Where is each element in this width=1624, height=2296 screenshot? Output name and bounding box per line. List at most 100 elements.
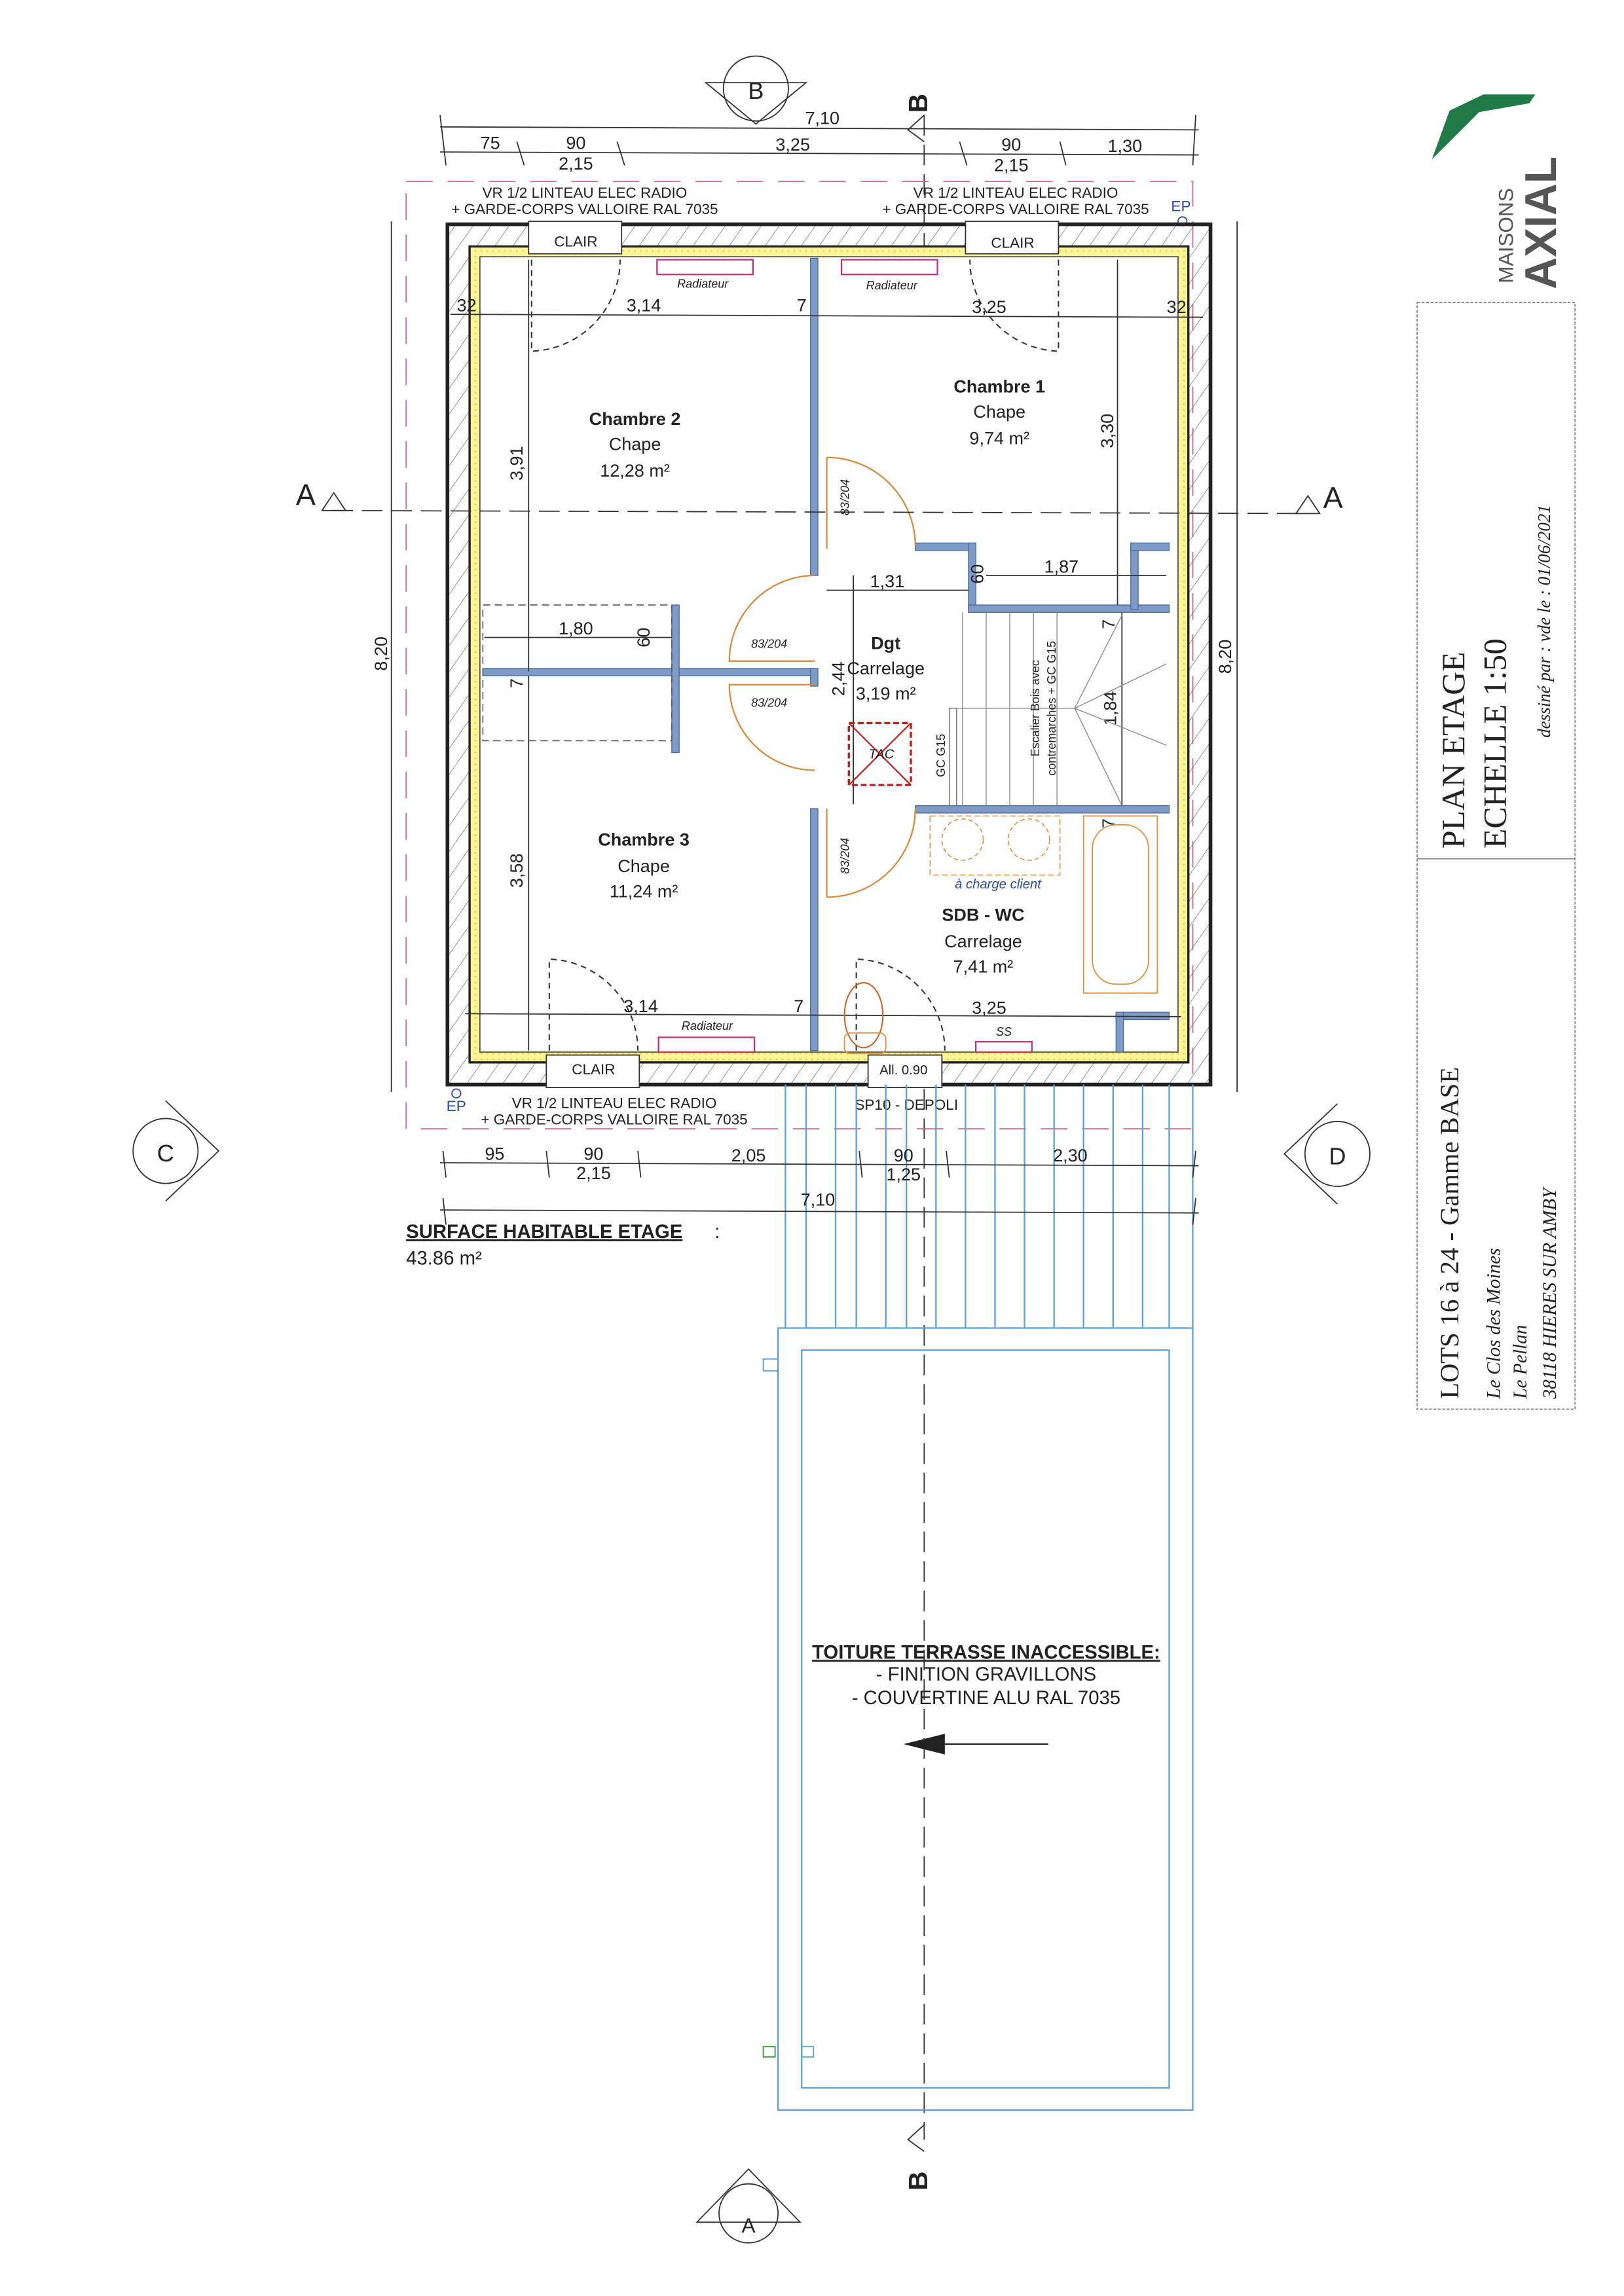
svg-text:MAISONS: MAISONS bbox=[1494, 188, 1518, 283]
svg-text:9,74 m²: 9,74 m² bbox=[969, 428, 1029, 448]
svg-text:90: 90 bbox=[583, 1144, 603, 1164]
svg-text:Le Clos des Moines: Le Clos des Moines bbox=[1483, 1248, 1504, 1399]
svg-text:83/204: 83/204 bbox=[838, 838, 851, 874]
svg-text:43.86 m²: 43.86 m² bbox=[406, 1248, 482, 1269]
svg-text:2,30: 2,30 bbox=[1053, 1146, 1088, 1165]
svg-text:32: 32 bbox=[1167, 297, 1187, 317]
svg-text:12,28 m²: 12,28 m² bbox=[600, 461, 670, 481]
section-cut-a: A A bbox=[296, 478, 1343, 515]
svg-text:3,30: 3,30 bbox=[1098, 414, 1117, 448]
svg-text:2,15: 2,15 bbox=[576, 1163, 611, 1183]
svg-text:B: B bbox=[903, 94, 933, 113]
radiators bbox=[656, 259, 1033, 1053]
svg-text:PLAN ETAGE: PLAN ETAGE bbox=[1435, 652, 1471, 848]
room-chambre-3: Chambre 3 Chape 11,24 m² bbox=[598, 829, 690, 901]
svg-text:3,25: 3,25 bbox=[972, 297, 1006, 317]
svg-text:90: 90 bbox=[566, 134, 585, 153]
svg-text:TOITURE TERRASSE INACCESSIBLE:: TOITURE TERRASSE INACCESSIBLE: bbox=[812, 1641, 1160, 1663]
windows: CLAIR CLAIR CLAIR All. 0.90 bbox=[528, 221, 1060, 1088]
svg-text:95: 95 bbox=[485, 1144, 504, 1164]
svg-text:83/204: 83/204 bbox=[751, 637, 787, 650]
svg-text:EP: EP bbox=[447, 1098, 466, 1114]
svg-text:8,20: 8,20 bbox=[1215, 640, 1235, 674]
svg-text:ECHELLE 1:50: ECHELLE 1:50 bbox=[1477, 638, 1513, 848]
svg-text:Radiateur: Radiateur bbox=[866, 279, 918, 292]
svg-text:3,91: 3,91 bbox=[507, 446, 526, 481]
svg-text:contremarches + GC G15: contremarches + GC G15 bbox=[1045, 641, 1058, 776]
svg-text:75: 75 bbox=[481, 134, 500, 153]
svg-text:7,10: 7,10 bbox=[801, 1190, 836, 1209]
room-chambre-1: Chambre 1 Chape 9,74 m² bbox=[953, 377, 1045, 448]
terrace-edge-lines bbox=[784, 1084, 1194, 1328]
svg-text:7,41 m²: 7,41 m² bbox=[953, 957, 1014, 976]
svg-text:1,25: 1,25 bbox=[886, 1165, 921, 1184]
svg-text:38118 HIERES SUR AMBY: 38118 HIERES SUR AMBY bbox=[1540, 1186, 1560, 1400]
svg-text:VR 1/2 LINTEAU ELEC RADIO: VR 1/2 LINTEAU ELEC RADIO bbox=[913, 185, 1118, 201]
door-label: 83/204 bbox=[838, 479, 851, 515]
svg-text:2,15: 2,15 bbox=[559, 154, 593, 173]
svg-text:Chambre 1: Chambre 1 bbox=[953, 377, 1045, 397]
svg-text:3,58: 3,58 bbox=[507, 853, 526, 888]
svg-text:- FINITION GRAVILLONS: - FINITION GRAVILLONS bbox=[876, 1664, 1096, 1685]
svg-text:90: 90 bbox=[894, 1146, 913, 1165]
svg-text:3,25: 3,25 bbox=[972, 998, 1006, 1017]
svg-text:Chambre 2: Chambre 2 bbox=[589, 409, 681, 429]
svg-text:dessiné par : vde le : 01/06/2: dessiné par : vde le : 01/06/2021 bbox=[1534, 505, 1554, 738]
svg-text:CLAIR: CLAIR bbox=[554, 233, 597, 249]
title-block: PLAN ETAGE ECHELLE 1:50 dessiné par : vd… bbox=[1416, 302, 1576, 1410]
svg-text:+ GARDE-CORPS VALLOIRE RAL 703: + GARDE-CORPS VALLOIRE RAL 7035 bbox=[882, 201, 1149, 217]
svg-text:SDB - WC: SDB - WC bbox=[942, 905, 1024, 924]
svg-text:3,25: 3,25 bbox=[775, 135, 810, 155]
section-marker-b-top: B bbox=[704, 55, 808, 125]
svg-text:Chape: Chape bbox=[609, 434, 661, 454]
window-note: VR 1/2 LINTEAU ELEC RADIO bbox=[482, 185, 687, 201]
svg-text:60: 60 bbox=[967, 564, 987, 584]
svg-text:Chape: Chape bbox=[618, 856, 670, 876]
svg-text:1,31: 1,31 bbox=[870, 572, 905, 591]
svg-text:Escalier Bois avec: Escalier Bois avec bbox=[1029, 660, 1042, 756]
svg-text:CLAIR: CLAIR bbox=[991, 235, 1034, 251]
svg-text:3,19 m²: 3,19 m² bbox=[856, 683, 916, 703]
svg-text:60: 60 bbox=[634, 628, 654, 647]
svg-text:32: 32 bbox=[457, 296, 477, 316]
closet-outline bbox=[482, 604, 673, 742]
svg-text:SS: SS bbox=[996, 1025, 1012, 1038]
section-marker-a-bottom: A bbox=[695, 2168, 802, 2244]
svg-text:+ GARDE-CORPS VALLOIRE RAL 703: + GARDE-CORPS VALLOIRE RAL 7035 bbox=[451, 201, 718, 217]
svg-text:2,05: 2,05 bbox=[731, 1146, 766, 1165]
svg-text:7,10: 7,10 bbox=[805, 108, 840, 128]
exterior-walls bbox=[445, 222, 1213, 1087]
doors bbox=[530, 259, 1060, 1051]
svg-text:Le Pellan: Le Pellan bbox=[1510, 1325, 1531, 1400]
svg-text:1,30: 1,30 bbox=[1108, 136, 1143, 156]
maisons-axial-logo: MAISONS AXIAL bbox=[1431, 94, 1566, 289]
svg-text:D: D bbox=[1329, 1142, 1346, 1169]
inner-dimensions bbox=[450, 259, 1204, 1051]
svg-text:8,20: 8,20 bbox=[371, 636, 391, 671]
svg-text:AXIAL: AXIAL bbox=[1517, 156, 1566, 289]
staircase bbox=[948, 612, 1167, 807]
surface-habitable: SURFACE HABITABLE ETAGE : 43.86 m² bbox=[406, 1221, 720, 1269]
svg-text:11,24 m²: 11,24 m² bbox=[610, 881, 678, 901]
svg-text:1,87: 1,87 bbox=[1044, 556, 1079, 576]
svg-text:2,44: 2,44 bbox=[829, 661, 849, 696]
svg-text:A: A bbox=[1323, 481, 1343, 514]
svg-text:Chape: Chape bbox=[973, 402, 1025, 422]
svg-text:2,15: 2,15 bbox=[994, 155, 1029, 175]
roof-terrace: TOITURE TERRASSE INACCESSIBLE: - FINITIO… bbox=[762, 1327, 1194, 2111]
svg-text:Radiateur: Radiateur bbox=[677, 278, 729, 291]
svg-text:C: C bbox=[157, 1140, 174, 1167]
svg-text::: : bbox=[714, 1221, 720, 1243]
svg-text:Chambre 3: Chambre 3 bbox=[598, 829, 690, 849]
svg-text:Carrelage: Carrelage bbox=[944, 932, 1022, 951]
room-chambre-2: Chambre 2 Chape 12,28 m² bbox=[589, 409, 681, 481]
svg-text:1,80: 1,80 bbox=[559, 619, 593, 638]
svg-text:Carrelage: Carrelage bbox=[847, 659, 925, 678]
svg-text:3,14: 3,14 bbox=[623, 996, 658, 1016]
svg-text:à charge client: à charge client bbox=[955, 877, 1042, 892]
section-marker-d: D bbox=[1283, 1103, 1371, 1205]
svg-text:1,84: 1,84 bbox=[1100, 691, 1120, 726]
svg-text:3,14: 3,14 bbox=[627, 296, 661, 316]
svg-text:Dgt: Dgt bbox=[871, 634, 900, 653]
